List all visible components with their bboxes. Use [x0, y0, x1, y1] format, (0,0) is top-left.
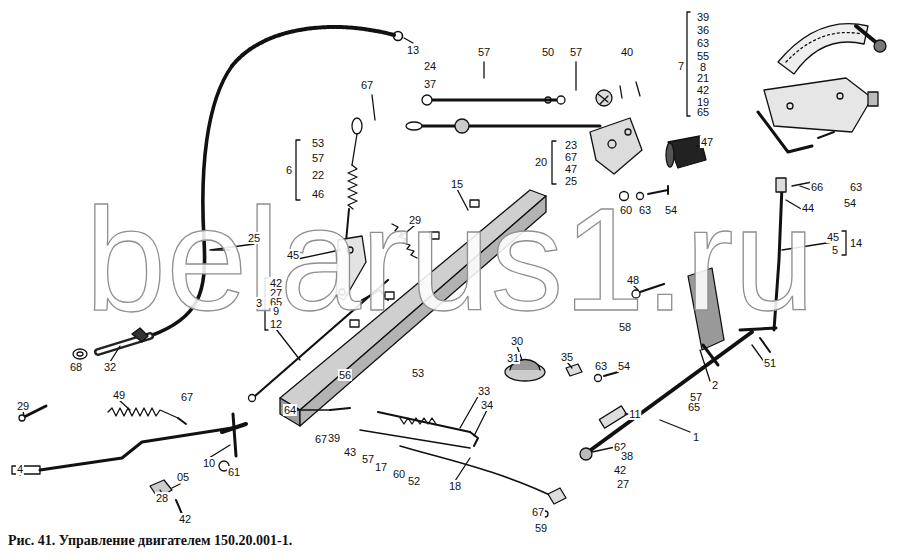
callout-number: 48	[626, 274, 640, 286]
callout-number: 54	[664, 204, 678, 216]
callout-number: 64	[283, 404, 297, 416]
callout-number: 45	[826, 231, 840, 243]
callout-number: 47	[564, 163, 578, 175]
callout-number: 5	[831, 244, 839, 256]
figure-caption: Рис. 41. Управление двигателем 150.20.00…	[8, 533, 292, 549]
callout-number: 12	[269, 318, 283, 330]
callout-number: 31	[506, 352, 520, 364]
callout-number: 36	[696, 24, 710, 36]
callout-number: 29	[16, 400, 30, 412]
callout-number: 63	[696, 37, 710, 49]
callout-number: 63	[849, 181, 863, 193]
callout-number: 37	[423, 78, 437, 90]
callout-number: 05	[176, 471, 190, 483]
callout-number: 30	[510, 335, 524, 347]
callout-number: 65	[687, 401, 701, 413]
callout-number: 57	[477, 46, 491, 58]
callout-number: 28	[155, 492, 169, 504]
callout-number: 67	[531, 506, 545, 518]
callout-number: 68	[69, 361, 83, 373]
callout-number: 60	[392, 468, 406, 480]
callout-number: 29	[408, 214, 422, 226]
callout-number: 58	[618, 321, 632, 333]
callout-number: 52	[407, 475, 421, 487]
callout-number: 42	[178, 513, 192, 525]
callout-number: 57	[569, 46, 583, 58]
callout-number: 21	[696, 72, 710, 84]
callout-number: 23	[564, 139, 578, 151]
callout-number: 11	[628, 408, 641, 420]
callout-number: 2	[711, 379, 719, 391]
callout-number: 25	[247, 232, 261, 244]
callout-number: 40	[620, 46, 634, 58]
callout-number: 32	[103, 361, 117, 373]
callout-number: 44	[801, 202, 815, 214]
callout-number: 67	[180, 391, 194, 403]
callout-number: 27	[616, 478, 630, 490]
callout-number: 14	[849, 237, 863, 249]
callout-number: 67	[360, 79, 374, 91]
callout-number: 50	[541, 46, 555, 58]
callout-number: 66	[810, 181, 824, 193]
callout-number: 63	[638, 204, 652, 216]
callout-number: 17	[374, 461, 388, 473]
callout-number: 60	[619, 204, 633, 216]
callout-number: 45	[286, 249, 300, 261]
callout-number: 49	[112, 389, 126, 401]
callout-number: 25	[564, 175, 578, 187]
callout-number: 10	[202, 457, 216, 469]
callout-number: 7	[677, 60, 685, 72]
callout-number: 42	[613, 464, 627, 476]
callout-number: 67	[564, 151, 578, 163]
callout-number: 39	[327, 432, 341, 444]
callout-number: 54	[843, 197, 857, 209]
callout-number: 24	[423, 60, 437, 72]
callout-number: 9	[272, 305, 280, 317]
callout-number: 54	[617, 360, 631, 372]
callout-number: 42	[696, 84, 710, 96]
callout-number: 51	[763, 357, 777, 369]
watermark: belarus1.ru	[85, 187, 815, 333]
callout-number: 18	[448, 480, 462, 492]
callout-number: 4	[16, 463, 24, 475]
callout-number: 3	[255, 297, 263, 309]
callout-number: 1	[692, 431, 700, 443]
callout-number: 46	[311, 188, 325, 200]
callout-number: 56	[338, 369, 352, 381]
callout-number: 53	[411, 367, 425, 379]
callout-number: 6	[285, 164, 293, 176]
callout-number: 53	[311, 137, 325, 149]
callout-number: 39	[696, 11, 710, 23]
callout-number: 33	[477, 385, 491, 397]
callout-number: 65	[696, 106, 710, 118]
callout-number: 20	[534, 156, 548, 168]
callout-number: 63	[594, 360, 608, 372]
callout-number: 59	[534, 522, 548, 534]
callout-number: 34	[480, 399, 494, 411]
callout-number: 57	[311, 152, 325, 164]
callout-number: 15	[450, 178, 464, 190]
callout-number: 22	[311, 169, 325, 181]
callout-number: 13	[406, 44, 420, 56]
callout-number: 43	[343, 446, 357, 458]
callout-number: 35	[560, 351, 574, 363]
callout-number: 38	[620, 450, 634, 462]
callout-number: 47	[700, 136, 714, 148]
callout-number: 61	[227, 466, 241, 478]
